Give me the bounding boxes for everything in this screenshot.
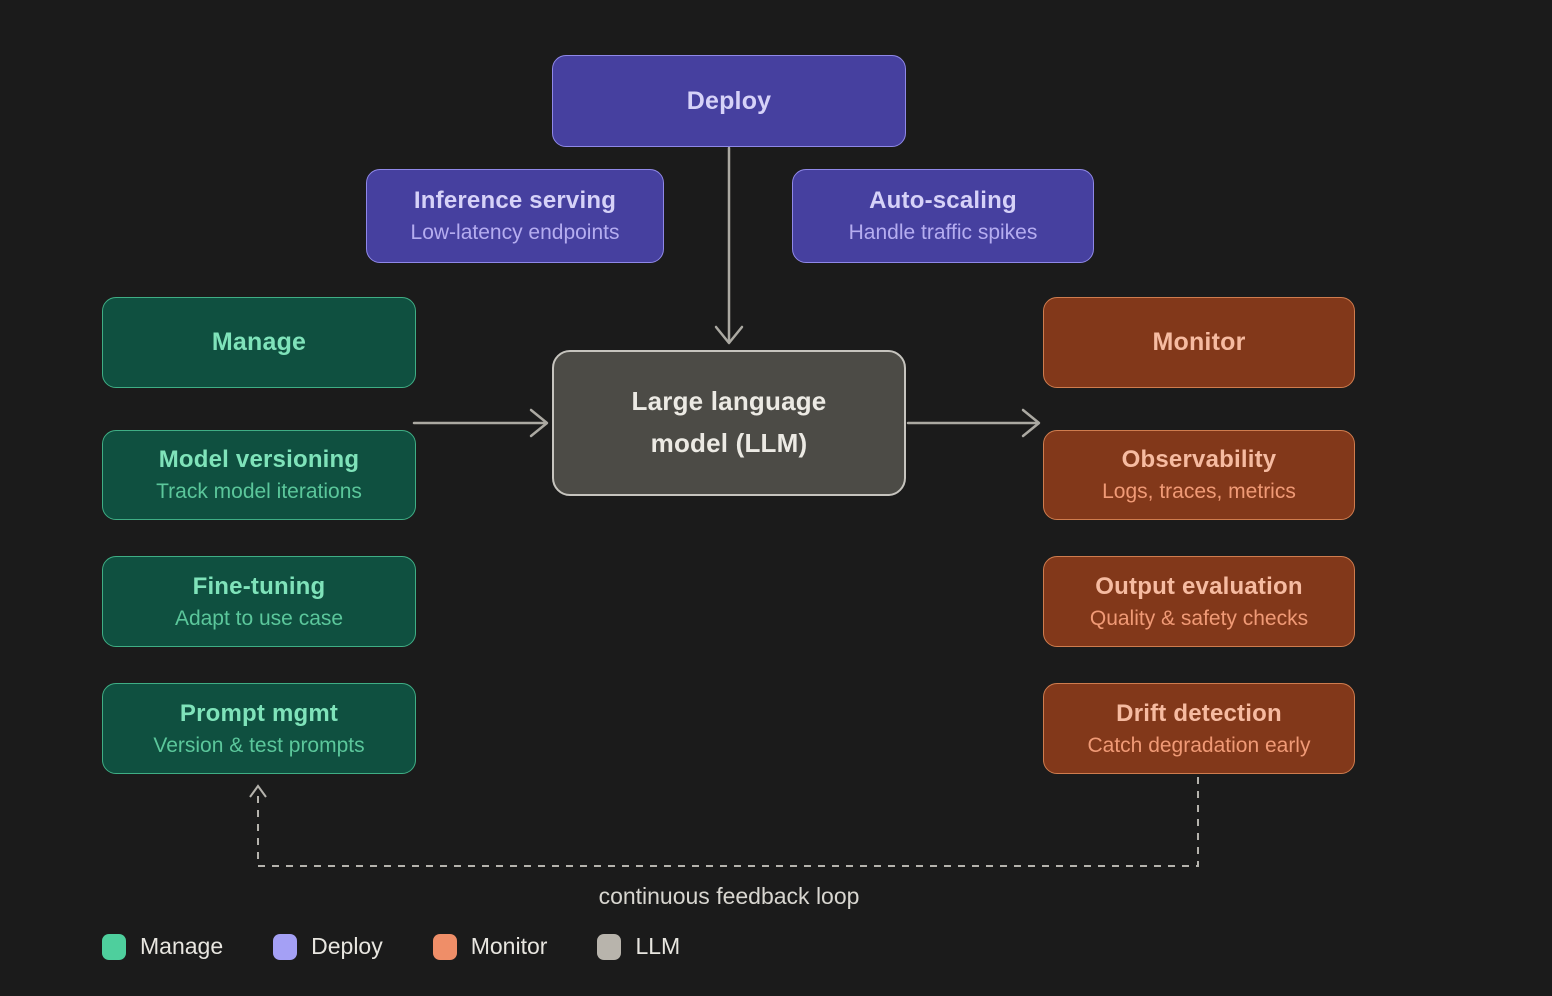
inference-serving-subtitle: Low-latency endpoints	[410, 221, 620, 245]
legend-item-monitor: Monitor	[432, 933, 548, 960]
deploy-header-label: Deploy	[686, 86, 772, 115]
manage-header-box: Manage	[102, 297, 416, 388]
manage-header-label: Manage	[211, 328, 307, 357]
legend-swatch-deploy	[273, 933, 298, 960]
fine-tuning-subtitle: Adapt to use case	[174, 606, 344, 630]
legend-item-deploy: Deploy	[273, 933, 383, 960]
legend-swatch-llm	[597, 933, 622, 960]
llm-center-box: Large language model (LLM)	[552, 350, 906, 496]
model-versioning-title: Model versioning	[158, 446, 360, 474]
observability-box: Observability Logs, traces, metrics	[1043, 430, 1355, 520]
model-versioning-box: Model versioning Track model iterations	[102, 430, 416, 520]
legend-label-manage: Manage	[140, 933, 224, 959]
observability-subtitle: Logs, traces, metrics	[1102, 480, 1296, 504]
drift-detection-title: Drift detection	[1116, 699, 1282, 727]
arrow-manage-to-llm	[412, 408, 549, 438]
legend-swatch-monitor	[432, 933, 457, 960]
observability-title: Observability	[1121, 446, 1277, 474]
legend-item-llm: LLM	[597, 933, 680, 960]
model-versioning-subtitle: Track model iterations	[156, 480, 362, 504]
output-evaluation-box: Output evaluation Quality & safety check…	[1043, 556, 1355, 647]
legend-label-llm: LLM	[635, 933, 681, 959]
monitor-header-label: Monitor	[1152, 328, 1246, 357]
drift-detection-box: Drift detection Catch degradation early	[1043, 683, 1355, 774]
feedback-loop-label: continuous feedback loop	[598, 883, 860, 909]
arrow-llm-to-monitor	[906, 408, 1041, 438]
monitor-header-box: Monitor	[1043, 297, 1355, 388]
output-evaluation-subtitle: Quality & safety checks	[1089, 606, 1309, 630]
drift-detection-subtitle: Catch degradation early	[1087, 733, 1311, 757]
llm-center-label: Large language model (LLM)	[631, 386, 827, 458]
legend-swatch-manage	[102, 933, 126, 960]
prompt-mgmt-box: Prompt mgmt Version & test prompts	[102, 683, 416, 774]
fine-tuning-box: Fine-tuning Adapt to use case	[102, 556, 416, 647]
output-evaluation-title: Output evaluation	[1095, 572, 1303, 600]
fine-tuning-title: Fine-tuning	[192, 572, 326, 600]
auto-scaling-subtitle: Handle traffic spikes	[848, 221, 1038, 245]
legend-label-monitor: Monitor	[470, 933, 548, 959]
prompt-mgmt-title: Prompt mgmt	[179, 699, 339, 727]
auto-scaling-box: Auto-scaling Handle traffic spikes	[792, 169, 1094, 263]
deploy-header-box: Deploy	[552, 55, 906, 147]
arrow-deploy-to-llm	[714, 146, 744, 345]
inference-serving-box: Inference serving Low-latency endpoints	[366, 169, 664, 263]
auto-scaling-title: Auto-scaling	[869, 187, 1017, 215]
legend: Manage Deploy Monitor LLM	[102, 933, 680, 960]
legend-item-manage: Manage	[102, 933, 223, 960]
prompt-mgmt-subtitle: Version & test prompts	[153, 733, 365, 757]
feedback-loop-dashed-arrow	[249, 777, 1199, 867]
inference-serving-title: Inference serving	[413, 187, 617, 215]
legend-label-deploy: Deploy	[311, 933, 383, 959]
